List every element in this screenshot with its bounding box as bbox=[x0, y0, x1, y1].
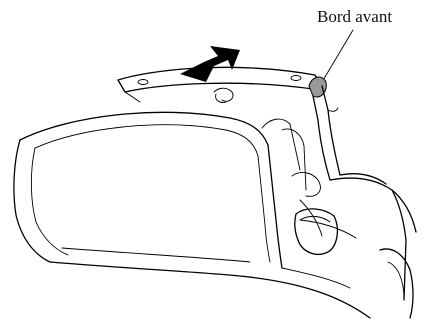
callout-label: Bord avant bbox=[317, 7, 392, 26]
arrow-up-icon bbox=[180, 46, 240, 82]
top-frame-side-arm bbox=[313, 86, 340, 180]
top-frame-header bbox=[118, 67, 322, 102]
callout-leader-line bbox=[322, 30, 353, 82]
car-body bbox=[14, 112, 416, 318]
